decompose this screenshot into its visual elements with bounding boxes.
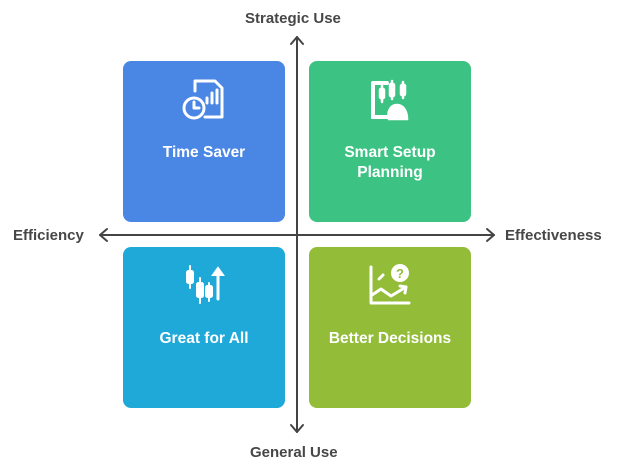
quadrant-time-saver: Time Saver <box>123 61 285 222</box>
axis-label-top: Strategic Use <box>245 10 341 27</box>
arrow-down-icon <box>290 424 304 433</box>
quadrant-smart-setup-planning: Smart Setup Planning <box>309 61 471 222</box>
quadrant-label: Great for All <box>159 330 249 347</box>
candlestick-up-icon <box>186 265 225 304</box>
quadrant-label: Smart Setup Planning <box>344 144 436 181</box>
axis-label-bottom: General Use <box>250 444 338 461</box>
quadrant-label: Time Saver <box>162 144 246 161</box>
axis-label-right: Effectiveness <box>505 227 602 244</box>
svg-text:?: ? <box>396 266 404 281</box>
quadrant-label: Better Decisions <box>328 330 452 347</box>
chart-question-icon: ? <box>369 264 411 305</box>
arrow-left-icon <box>99 228 108 242</box>
arrow-right-icon <box>486 228 495 242</box>
mobile-candlestick-icon <box>371 79 409 121</box>
quadrant-better-decisions: ? Better Decisions <box>309 247 471 408</box>
clock-report-icon <box>182 79 224 120</box>
axis-label-left: Efficiency <box>13 227 84 244</box>
arrow-up-icon <box>290 36 304 45</box>
quadrant-great-for-all: Great for All <box>123 247 285 408</box>
